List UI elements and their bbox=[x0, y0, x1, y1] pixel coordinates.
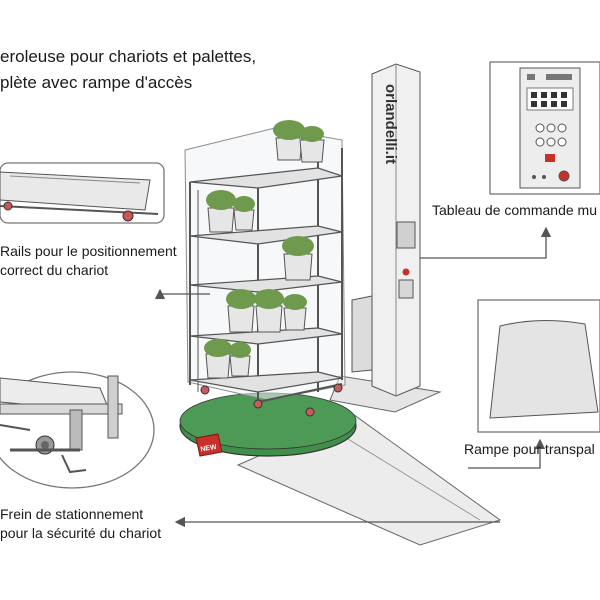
title-line-1: eroleuse pour chariots et palettes, bbox=[0, 47, 257, 66]
brake-detail-inset bbox=[0, 371, 155, 489]
brake-label-line-2: pour la sécurité du chariot bbox=[0, 525, 162, 541]
control-panel-label: Tableau de commande mu bbox=[432, 202, 597, 218]
callout-lines bbox=[154, 226, 552, 528]
rails-label-line-2: correct du chariot bbox=[0, 262, 109, 278]
title: eroleuse pour chariots et palettes, plèt… bbox=[0, 44, 256, 96]
new-badge-text: NEW bbox=[200, 444, 218, 454]
mast-column bbox=[351, 63, 421, 397]
potted-plants bbox=[204, 120, 325, 379]
trolley-shelves bbox=[189, 167, 343, 393]
brake-label: Frein de stationnement pour la sécurité … bbox=[0, 505, 161, 543]
rails-label-line-1: Rails pour le positionnement bbox=[0, 243, 177, 259]
rails-label: Rails pour le positionnement correct du … bbox=[0, 242, 177, 280]
brand-text: orlandelli.it bbox=[382, 84, 399, 164]
new-badge bbox=[195, 433, 223, 457]
title-line-2: plète avec rampe d'accès bbox=[0, 73, 193, 92]
ramp-label: Rampe pour transpal bbox=[464, 441, 595, 457]
brake-label-line-1: Frein de stationnement bbox=[0, 506, 144, 522]
control-panel-inset bbox=[489, 61, 600, 195]
ramp-inset bbox=[477, 299, 600, 433]
rails-detail-inset bbox=[0, 162, 165, 224]
